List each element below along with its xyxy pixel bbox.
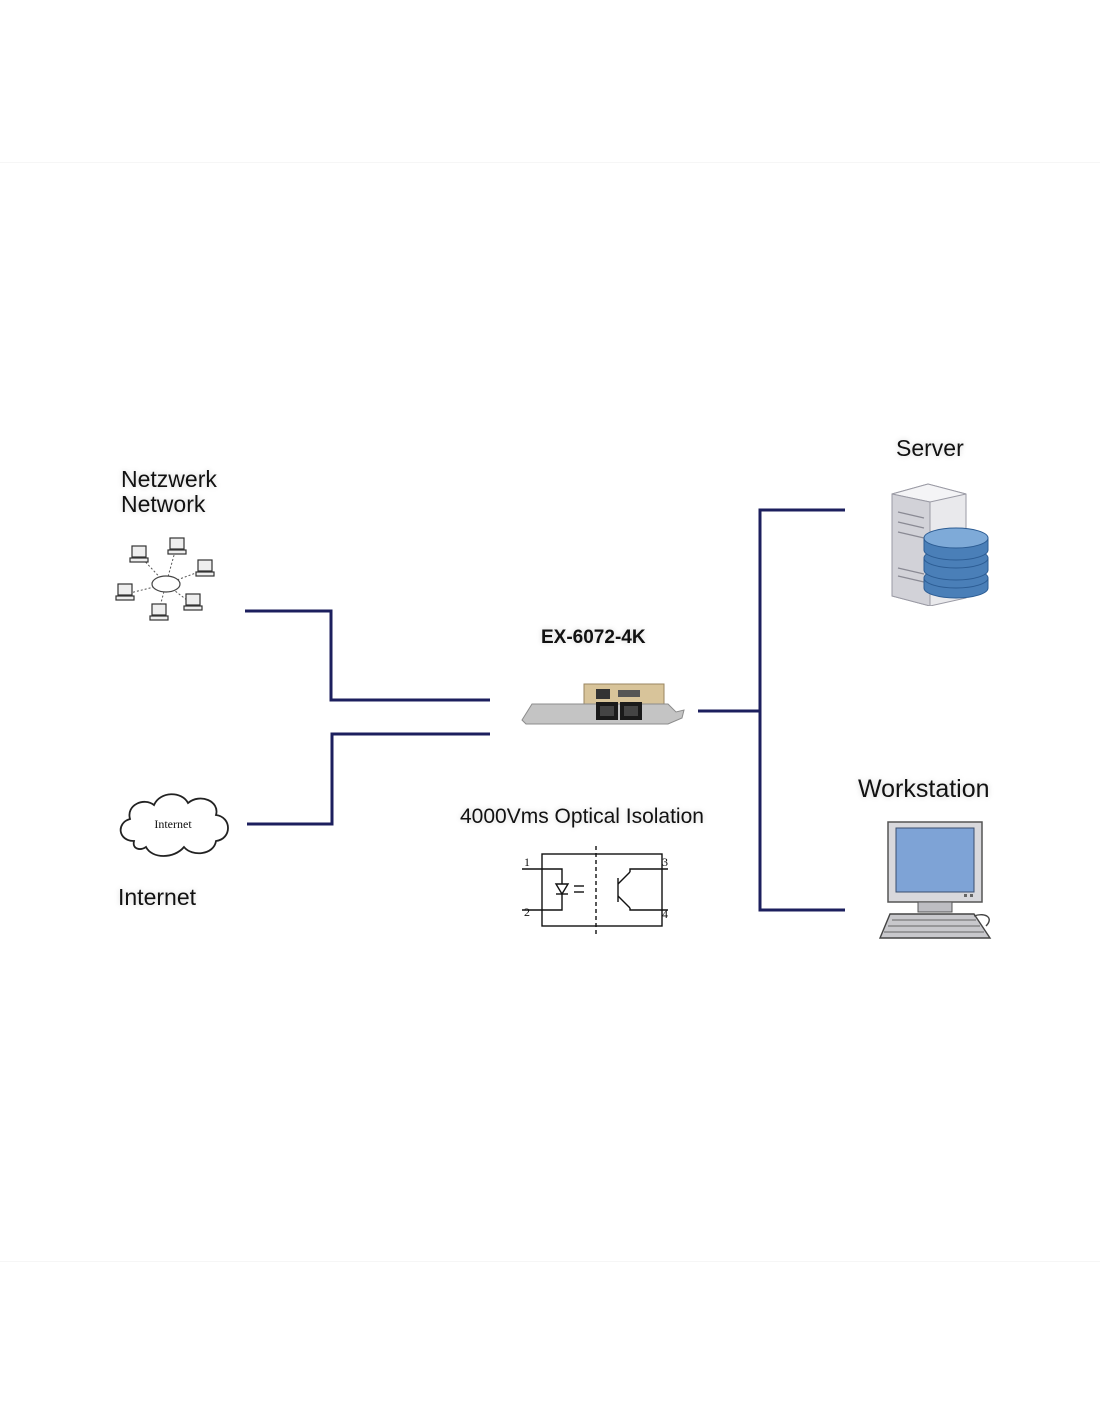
- device-model-label: EX-6072-4K: [541, 627, 646, 648]
- network-card-icon: [518, 680, 688, 736]
- internet-label: Internet: [118, 884, 196, 910]
- opto-pin-1: 1: [524, 855, 530, 869]
- network-link-line: [245, 609, 490, 702]
- network-label-en: Network: [121, 491, 206, 517]
- opto-pin-3: 3: [662, 855, 668, 869]
- workstation-label: Workstation: [858, 775, 990, 803]
- workstation-computer-icon: [878, 818, 996, 944]
- internet-cloud-icon: Internet: [112, 783, 234, 863]
- optocoupler-icon: 1 2 3 4: [518, 846, 678, 936]
- opto-pin-4: 4: [662, 907, 668, 921]
- network-label-de: Netzwerk: [121, 466, 217, 492]
- opto-pin-2: 2: [524, 905, 530, 919]
- server-database-icon: [884, 480, 996, 606]
- internet-link-line: [247, 732, 490, 826]
- isolation-label: 4000Vms Optical Isolation: [460, 805, 704, 828]
- server-workstation-bus-line: [758, 508, 845, 912]
- network-topology-icon: [108, 532, 224, 632]
- internet-cloud-text: Internet: [154, 817, 192, 831]
- server-label: Server: [896, 435, 964, 461]
